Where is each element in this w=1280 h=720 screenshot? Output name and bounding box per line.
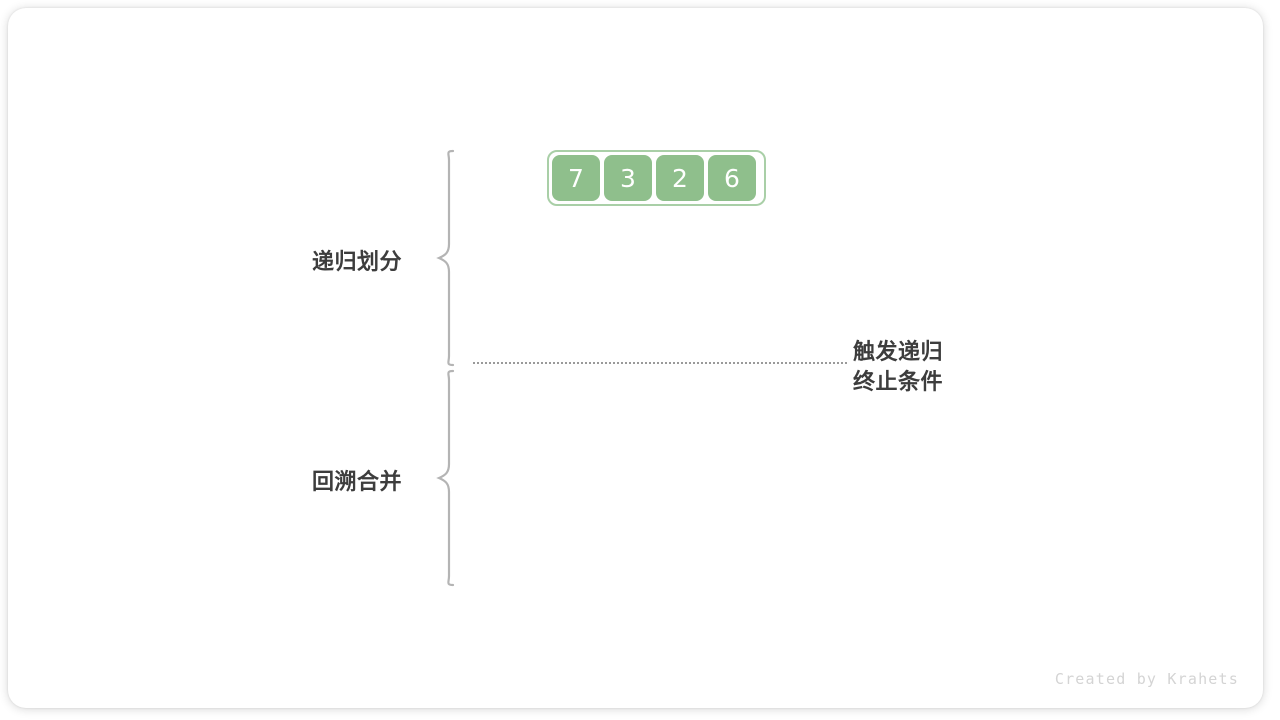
label-recursive-divide: 递归划分: [312, 250, 403, 275]
label-backtrack-merge: 回溯合并: [312, 470, 403, 495]
divide-brace: [433, 148, 457, 368]
slide-card: 7 3 2 6 递归划分 回溯合并 触发递归 终止条件 Created by K: [8, 8, 1263, 708]
label-base-case-line2: 终止条件: [853, 370, 944, 395]
recursion-boundary-dotted-line: [473, 362, 847, 364]
array-cell: 6: [708, 155, 756, 201]
label-base-case-line1: 触发递归: [853, 340, 944, 365]
label-base-case: 触发递归 终止条件: [853, 338, 943, 398]
merge-brace: [433, 368, 457, 588]
array-cell: 2: [656, 155, 704, 201]
array-cell: 3: [604, 155, 652, 201]
input-array: 7 3 2 6: [547, 150, 766, 206]
watermark-credit: Created by Krahets: [1054, 670, 1239, 688]
array-cell: 7: [552, 155, 600, 201]
